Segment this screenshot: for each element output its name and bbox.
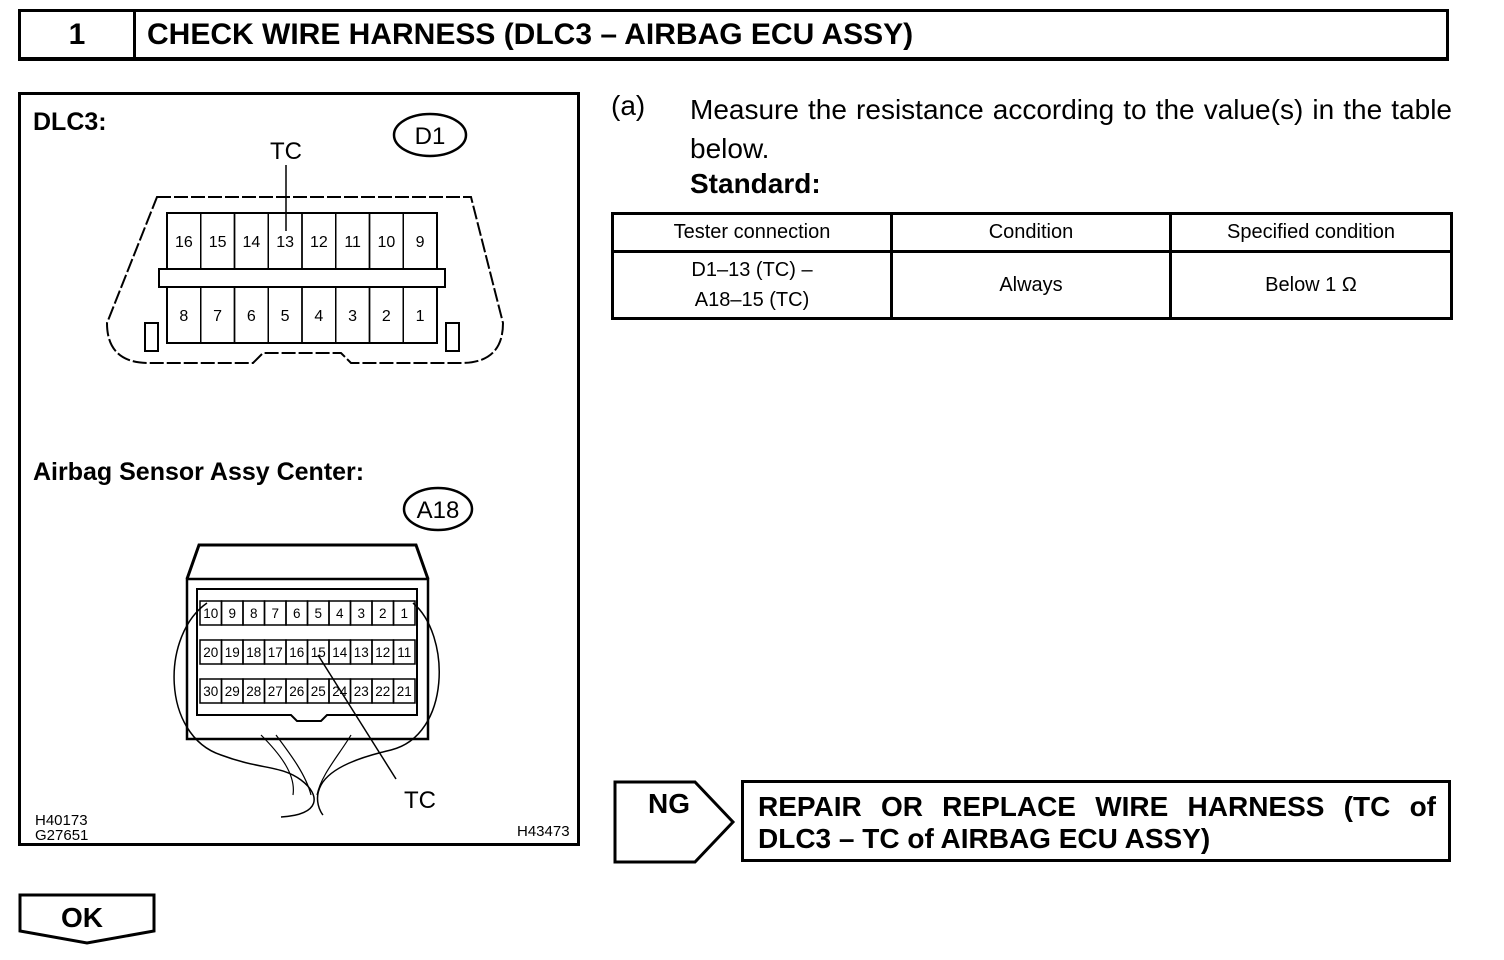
connection-line-2: A18–15 (TC) — [694, 289, 810, 311]
dlc3-right-latch — [445, 322, 460, 352]
header-tester-connection: Tester connection — [611, 212, 893, 253]
airbag-row1-pin-cell — [392, 600, 416, 626]
airbag-row1-pin-number: 8 — [250, 606, 258, 621]
airbag-row1-pin-number: 9 — [228, 606, 236, 621]
spec-table: Tester connection Condition Specified co… — [611, 212, 1453, 320]
step-number: 1 — [21, 12, 136, 57]
airbag-row1-pin-number: 5 — [314, 606, 322, 621]
airbag-row2-pin-number: 11 — [397, 645, 411, 660]
dlc3-bottom-pin-number: 1 — [416, 308, 425, 325]
airbag-row2-pin-number: 20 — [203, 645, 218, 660]
dlc3-outline — [105, 196, 505, 364]
airbag-row3-pin-number: 27 — [268, 684, 283, 699]
airbag-row3-pin-number: 25 — [311, 684, 326, 699]
cell-specified: Below 1 Ω — [1169, 250, 1453, 320]
airbag-code-oval — [402, 486, 474, 532]
connection-line-1: D1–13 (TC) – — [691, 259, 813, 281]
dlc3-top-pin-cell — [402, 212, 438, 270]
airbag-row1-pin-number: 6 — [293, 606, 301, 621]
airbag-tc-label: TC — [404, 787, 436, 814]
airbag-outer-housing — [185, 577, 430, 741]
airbag-row1-pin-number: 7 — [271, 606, 279, 621]
dlc3-connector-code: D1 — [415, 123, 446, 150]
ok-arrow-shape — [18, 893, 156, 945]
airbag-inner-housing — [196, 588, 418, 722]
step-header: 1 CHECK WIRE HARNESS (DLC3 – AIRBAG ECU … — [18, 9, 1449, 61]
dlc3-code-oval — [392, 112, 468, 158]
ng-arrow-shape — [613, 780, 736, 864]
step-title: CHECK WIRE HARNESS (DLC3 – AIRBAG ECU AS… — [147, 17, 914, 51]
figure-code-2: G27651 — [35, 827, 88, 843]
airbag-row2-pin-number: 14 — [332, 645, 348, 660]
cell-condition: Always — [890, 250, 1172, 320]
airbag-connector-code: A18 — [417, 497, 460, 524]
airbag-row2-pin-number: 12 — [375, 645, 390, 660]
table-header-row: Tester connection Condition Specified co… — [611, 212, 1453, 253]
airbag-row2-pin-number: 18 — [246, 645, 261, 660]
dlc3-top-pin-number: 15 — [209, 234, 227, 251]
ok-label: OK — [61, 902, 103, 933]
harness-right — [316, 602, 440, 816]
airbag-row3-pin-number: 23 — [354, 684, 369, 699]
dlc3-bottom-pin-number: 7 — [213, 308, 222, 325]
table-row: D1–13 (TC) – A18–15 (TC) Always Below 1 … — [611, 250, 1453, 320]
step-letter: (a) — [611, 90, 646, 121]
airbag-top-housing — [185, 543, 430, 580]
figure-code-right: H43473 — [517, 823, 570, 840]
dlc3-top-pin-number: 16 — [175, 234, 193, 251]
header-specified-condition: Specified condition — [1169, 212, 1453, 253]
airbag-row1-pin-number: 10 — [203, 606, 218, 621]
airbag-row3-pin-number: 26 — [289, 684, 304, 699]
dlc3-divider — [158, 268, 446, 288]
airbag-row1-pin-number: 4 — [336, 606, 344, 621]
airbag-row3-pin-number: 21 — [397, 684, 412, 699]
dlc3-bottom-pin-number: 6 — [247, 308, 256, 325]
airbag-row1-pin-number: 3 — [357, 606, 365, 621]
dlc3-bottom-pin-number: 2 — [382, 308, 391, 325]
airbag-row2-pin-number: 17 — [268, 645, 283, 660]
airbag-row1-pin-number: 1 — [400, 606, 408, 621]
airbag-row2-pin-number: 15 — [311, 645, 326, 660]
standard-label: Standard: — [690, 168, 821, 199]
figure-code-1: H40173 — [35, 812, 88, 829]
airbag-row1-pin-number: 2 — [379, 606, 387, 621]
airbag-row2-pin-cell — [392, 639, 416, 665]
dlc3-top-pin-number: 9 — [416, 234, 425, 251]
airbag-row3-pin-number: 22 — [375, 684, 390, 699]
airbag-row2-pin-number: 16 — [289, 645, 304, 660]
header-condition: Condition — [890, 212, 1172, 253]
step-instruction: Measure the resistance according to the … — [690, 94, 1452, 164]
airbag-row3-pin-number: 30 — [203, 684, 218, 699]
dlc3-top-pin-number: 14 — [242, 234, 260, 251]
harness-wires — [260, 734, 352, 796]
airbag-row2-pin-number: 13 — [354, 645, 369, 660]
cell-tester-connection: D1–13 (TC) – A18–15 (TC) — [611, 250, 893, 320]
dlc3-bottom-pin-number: 8 — [179, 308, 188, 325]
dlc3-top-pin-number: 11 — [344, 234, 361, 251]
dlc3-top-pin-number: 12 — [310, 234, 328, 251]
airbag-row3-pin-cell — [392, 678, 416, 704]
dlc3-bottom-pin-number: 3 — [348, 308, 357, 325]
dlc3-bottom-pin-number: 4 — [314, 308, 323, 325]
ng-action-box: REPAIR OR REPLACE WIRE HARNESS (TC of DL… — [741, 780, 1451, 862]
dlc3-label: DLC3: — [33, 108, 107, 136]
harness-left — [173, 602, 315, 818]
airbag-row3-pin-number: 29 — [225, 684, 240, 699]
airbag-label: Airbag Sensor Assy Center: — [33, 458, 364, 486]
dlc3-bottom-pin-number: 5 — [281, 308, 290, 325]
dlc3-bottom-pin-cell — [402, 286, 438, 344]
dlc3-tc-label: TC — [270, 138, 302, 165]
dlc3-top-pin-number: 10 — [377, 234, 395, 251]
airbag-tc-leader — [317, 654, 397, 780]
dlc3-left-latch — [144, 322, 159, 352]
ng-label: NG — [648, 788, 690, 819]
dlc3-top-pin-number: 13 — [276, 234, 294, 251]
airbag-row3-pin-number: 28 — [246, 684, 261, 699]
airbag-row2-pin-number: 19 — [225, 645, 240, 660]
